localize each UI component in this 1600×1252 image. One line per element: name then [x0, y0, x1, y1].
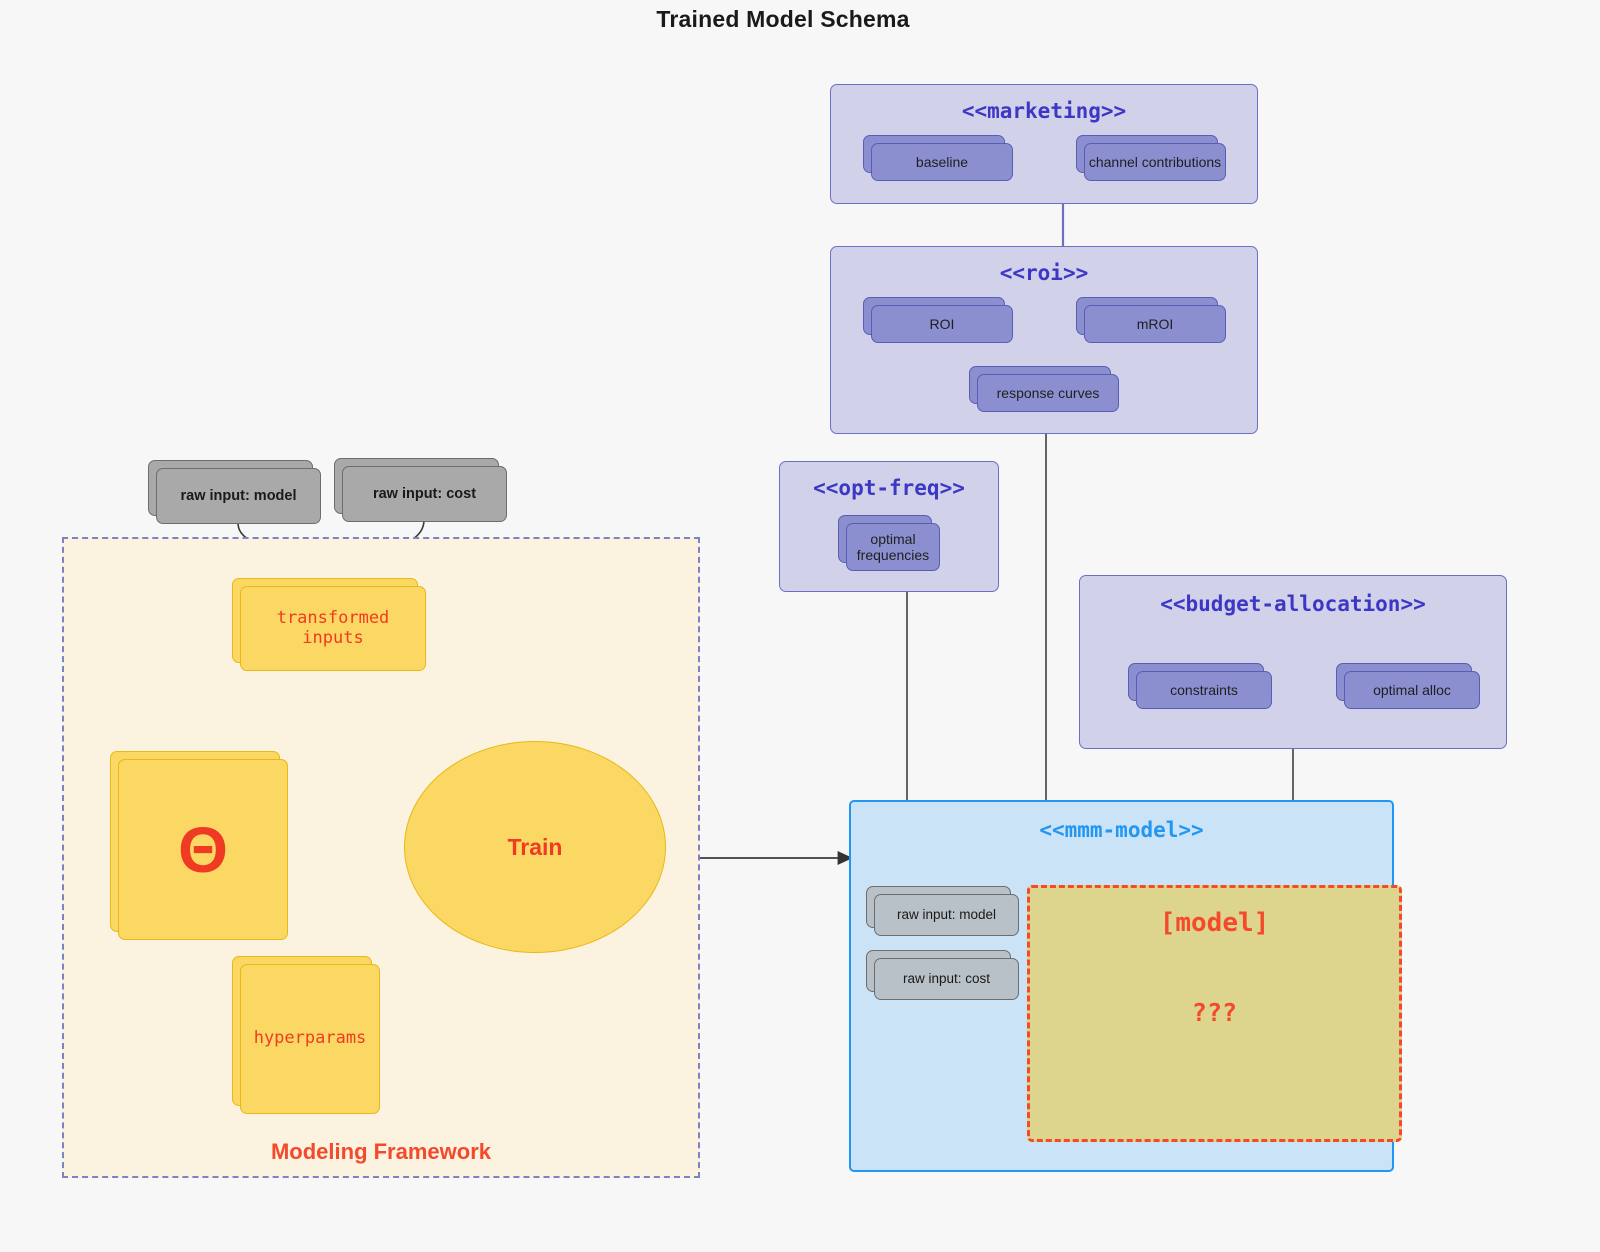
mmm-raw-input-model-label: raw input: model	[874, 894, 1019, 936]
package-title-marketing: <<marketing>>	[961, 99, 1127, 123]
model-placeholder-unknown: ???	[1191, 998, 1238, 1027]
mmm-raw-input-model-card[interactable]: raw input: model	[866, 886, 1019, 936]
theta-card-body: Θ	[118, 759, 288, 940]
hyperparams-card[interactable]: hyperparams	[232, 956, 380, 1114]
theta-icon: Θ	[178, 813, 228, 886]
train-node[interactable]: Train	[404, 741, 666, 953]
node-baseline[interactable]: baseline	[863, 135, 1013, 181]
raw-input-cost-label: raw input: cost	[342, 466, 507, 522]
modeling-framework-label: Modeling Framework	[270, 1139, 492, 1164]
package-title-budget-allocation: <<budget-allocation>>	[1160, 592, 1426, 616]
node-optimal-alloc[interactable]: optimal alloc	[1336, 663, 1480, 709]
node-label-baseline: baseline	[871, 143, 1013, 181]
transformed-inputs-label: transformed inputs	[240, 586, 426, 671]
model-placeholder-name: [model]	[1159, 908, 1270, 938]
raw-input-model-label: raw input: model	[156, 468, 321, 524]
package-roi[interactable]: <<roi>> ROI mROI response curves	[830, 246, 1258, 434]
package-title-roi: <<roi>>	[999, 261, 1089, 285]
node-roi[interactable]: ROI	[863, 297, 1013, 343]
node-label-channel-contributions: channel contributions	[1084, 143, 1226, 181]
package-title-opt-freq: <<opt-freq>>	[813, 476, 965, 500]
node-label-optimal-alloc: optimal alloc	[1344, 671, 1480, 709]
node-label-mroi: mROI	[1084, 305, 1226, 343]
mmm-raw-input-cost-card[interactable]: raw input: cost	[866, 950, 1019, 1000]
raw-input-cost-card[interactable]: raw input: cost	[334, 458, 507, 522]
package-title-mmm-model: <<mmm-model>>	[1039, 818, 1204, 842]
raw-input-model-card[interactable]: raw input: model	[148, 460, 321, 524]
node-label-optimal-frequencies: optimal frequencies	[846, 523, 940, 571]
node-label-constraints: constraints	[1136, 671, 1272, 709]
theta-card[interactable]: Θ	[110, 751, 288, 940]
mmm-raw-input-cost-label: raw input: cost	[874, 958, 1019, 1000]
package-marketing[interactable]: <<marketing>> baseline channel contribut…	[830, 84, 1258, 204]
transformed-inputs-card[interactable]: transformed inputs	[232, 578, 426, 671]
hyperparams-label: hyperparams	[240, 964, 380, 1114]
package-opt-freq[interactable]: <<opt-freq>> optimal frequencies	[779, 461, 999, 592]
package-mmm-model[interactable]: <<mmm-model>> raw input: model raw input…	[849, 800, 1402, 1172]
node-label-response-curves: response curves	[977, 374, 1119, 412]
page-title: Trained Model Schema	[656, 6, 910, 32]
node-mroi[interactable]: mROI	[1076, 297, 1226, 343]
node-channel-contributions[interactable]: channel contributions	[1076, 135, 1226, 181]
package-budget-allocation[interactable]: <<budget-allocation>> constraints optima…	[1079, 575, 1507, 749]
node-response-curves[interactable]: response curves	[969, 366, 1119, 412]
model-placeholder-box[interactable]: [model] ???	[1027, 885, 1402, 1142]
node-constraints[interactable]: constraints	[1128, 663, 1272, 709]
node-label-roi: ROI	[871, 305, 1013, 343]
node-optimal-frequencies[interactable]: optimal frequencies	[838, 515, 940, 571]
